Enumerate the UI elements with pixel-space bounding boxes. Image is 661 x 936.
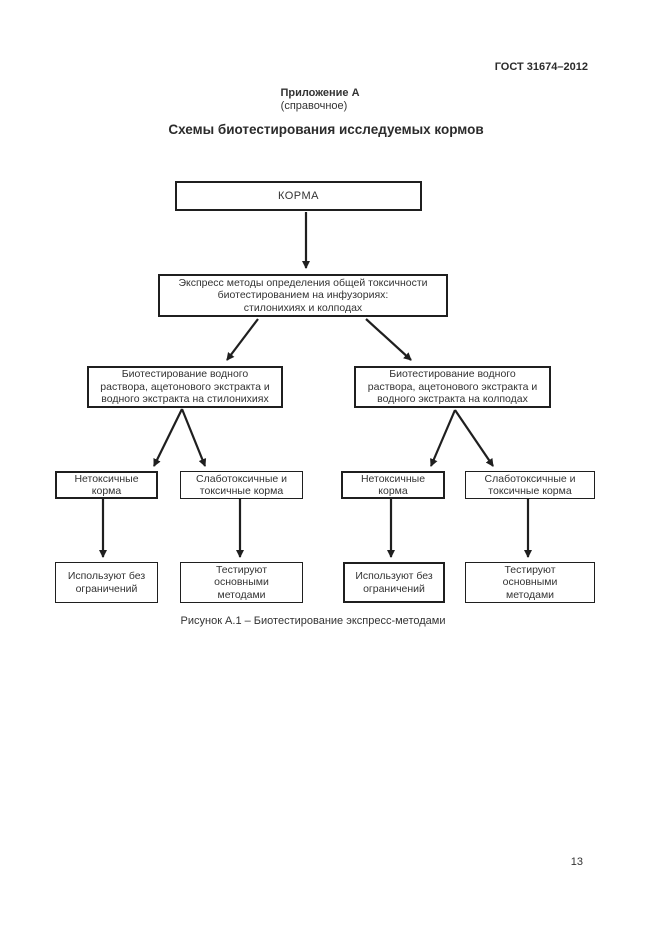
flow-node-toxic-feed-right: Слаботоксичные и токсичные корма <box>465 471 595 499</box>
flow-node-test-basic-left: Тестируют основными методами <box>180 562 303 603</box>
standard-reference: ГОСТ 31674–2012 <box>494 61 588 73</box>
arrow-stylonychia-to-nontoxic <box>153 408 183 467</box>
arrow-stylonychia-to-toxic <box>180 408 207 467</box>
arrow-express-to-colpoda <box>365 318 412 361</box>
arrow-colpoda-to-nontoxic <box>429 409 457 467</box>
figure-caption: Рисунок А.1 – Биотестирование экспресс-м… <box>180 615 446 627</box>
flow-node-use-unrestricted-right: Используют без ограничений <box>343 562 445 603</box>
flow-node-toxic-feed-left: Слаботоксичные и токсичные корма <box>180 471 303 499</box>
flow-node-korma: КОРМА <box>175 181 422 211</box>
flow-node-use-unrestricted-left: Используют без ограничений <box>55 562 158 603</box>
annex-type: (справочное) <box>280 100 348 112</box>
arrow-colpoda-to-toxic <box>454 409 494 467</box>
annex-label: Приложение А <box>280 87 360 99</box>
flow-node-test-basic-right: Тестируют основными методами <box>465 562 595 603</box>
flow-node-nontoxic-feed-right: Нетоксичные корма <box>341 471 445 499</box>
arrow-express-to-stylonychia <box>226 318 259 361</box>
flow-node-biotest-stylonychia: Биотестирование водного раствора, ацетон… <box>87 366 283 408</box>
page-title: Схемы биотестирования исследуемых кормов <box>168 122 484 137</box>
flow-node-biotest-colpoda: Биотестирование водного раствора, ацетон… <box>354 366 551 408</box>
page-number: 13 <box>570 856 583 868</box>
flow-node-express-methods: Экспресс методы определения общей токсич… <box>158 274 448 317</box>
flow-node-nontoxic-feed-left: Нетоксичные корма <box>55 471 158 499</box>
